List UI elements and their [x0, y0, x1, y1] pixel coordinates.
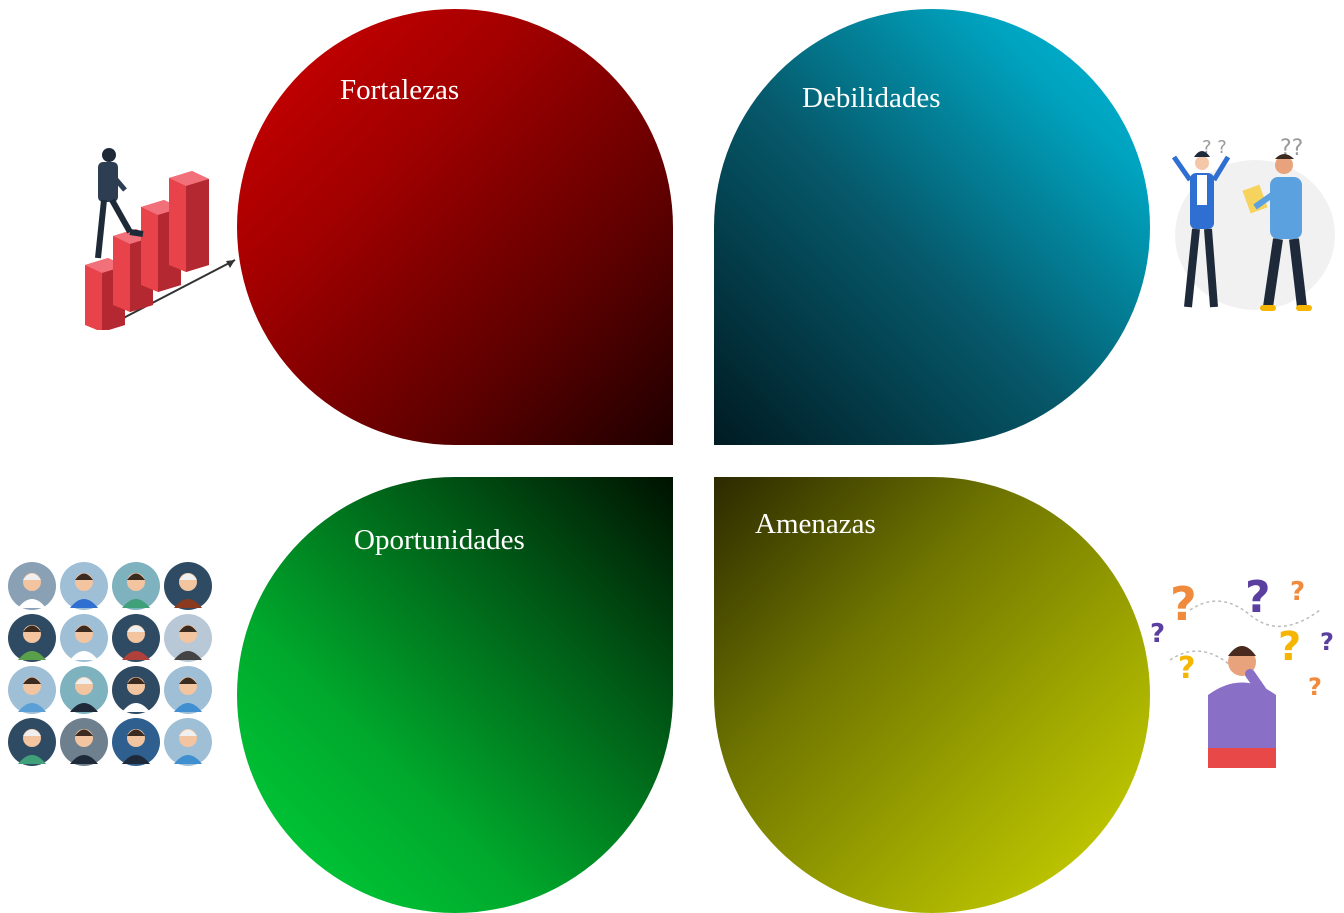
avatar-icon [112, 666, 160, 714]
avatar-icon [164, 666, 212, 714]
professions-avatar-grid-icon [8, 562, 212, 766]
confused-people-question-marks-icon: ? ? ?? [1171, 136, 1335, 311]
avatar-icon [112, 562, 160, 610]
avatar-icon [8, 562, 56, 610]
svg-text:?: ? [1290, 577, 1305, 607]
opportunities-petal [237, 477, 673, 913]
svg-text:?: ? [1245, 572, 1271, 623]
avatar-icon [8, 614, 56, 662]
svg-text:?: ? [1320, 628, 1334, 656]
svg-text:?: ? [1278, 624, 1301, 670]
businessman-climbing-bar-chart-icon [85, 148, 236, 330]
avatar-icon [60, 614, 108, 662]
avatar-icon [164, 614, 212, 662]
weaknesses-petal [714, 9, 1150, 445]
svg-text:?: ? [1178, 651, 1195, 686]
svg-text:?: ? [1170, 577, 1197, 631]
svg-text:? ?: ? ? [1202, 137, 1227, 158]
avatar-icon [112, 718, 160, 766]
avatar-icon [60, 666, 108, 714]
strengths-label: Fortalezas [340, 74, 460, 106]
strengths-petal [237, 9, 673, 445]
opportunities-label: Oportunidades [354, 524, 525, 556]
avatar-icon [60, 562, 108, 610]
avatar-icon [8, 666, 56, 714]
avatar-icon [8, 718, 56, 766]
avatar-icon [60, 718, 108, 766]
svg-text:?: ? [1150, 619, 1165, 649]
avatar-icon [112, 614, 160, 662]
svg-text:?: ? [1308, 673, 1322, 701]
avatar-icon [164, 718, 212, 766]
weaknesses-label: Debilidades [802, 82, 941, 114]
threats-label: Amenazas [755, 508, 876, 540]
thinking-man-question-marks-icon: ? ? ? ? ? ? ? ? [1150, 572, 1334, 768]
avatar-icon [164, 562, 212, 610]
threats-petal [714, 477, 1150, 913]
